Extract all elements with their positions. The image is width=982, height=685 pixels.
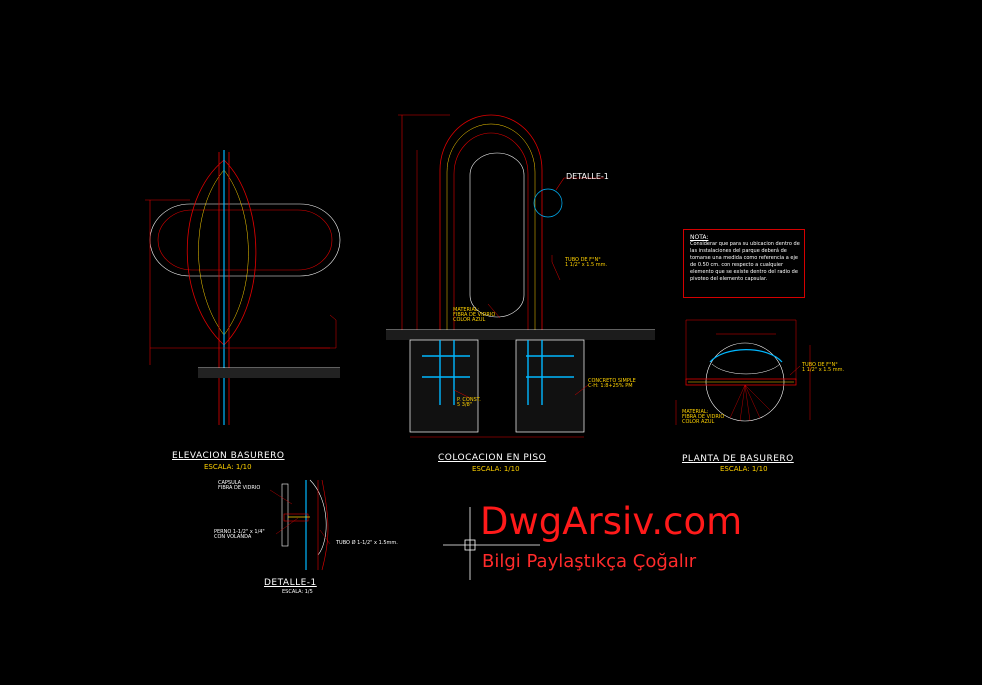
view-scale-colocacion: ESCALA: 1/10 [472,465,520,473]
view-title-elevacion: ELEVACION BASURERO [172,451,285,461]
view-scale-detalle: ESCALA: 1/5 [282,589,313,595]
concreto-callout: CONCRETO SIMPLE C-H: 1:8+25% PM [588,378,636,389]
view-scale-planta: ESCALA: 1/10 [720,465,768,473]
view-title-planta: PLANTA DE BASURERO [682,454,794,464]
note-body: Considerar que para su ubicacion dentro … [690,241,800,282]
planta-drawing [675,319,811,425]
view-title-colocacion: COLOCACION EN PISO [438,453,547,463]
p-const-callout: P. CONST. 5 3/8" [457,397,481,408]
view-scale-elevacion: ESCALA: 1/10 [204,463,252,471]
view-title-detalle: DETALLE-1 [264,578,317,588]
material-callout-planta: MATERIAL: FIBRA DE VIDRIO COLOR AZUL [682,409,725,425]
tubo-callout-elev: TUBO DE F°N° 1 1/2" x 1.5 mm. [565,257,608,268]
note-box: NOTA: Considerar que para su ubicacion d… [683,229,805,298]
perno-callout: PERNO 1-1/2" x 1/4" CON VOLANDA [214,529,265,540]
detalle-tag-label: DETALLE-1 [566,172,609,181]
watermark-tagline: Bilgi Paylaştıkça Çoğalır [482,551,697,572]
material-callout-elev: MATERIAL: FIBRA DE VIDRIO COLOR AZUL [453,307,496,323]
capsula-callout: CAPSULA FIBRA DE VIDRIO [218,480,261,491]
tubo-callout-planta: TUBO DE F°N° 1 1/2" x 1.5 mm. [802,362,845,373]
tubo-callout-detalle: TUBO Ø 1-1/2" x 1.5mm. [336,540,398,546]
elevacion-drawing [145,150,341,425]
watermark-brand: DwgArsiv.com [480,500,743,543]
detalle-drawing [269,479,331,571]
crosshair-icon [443,507,540,580]
note-title: NOTA: [690,234,709,241]
colocacion-drawing [386,114,655,438]
